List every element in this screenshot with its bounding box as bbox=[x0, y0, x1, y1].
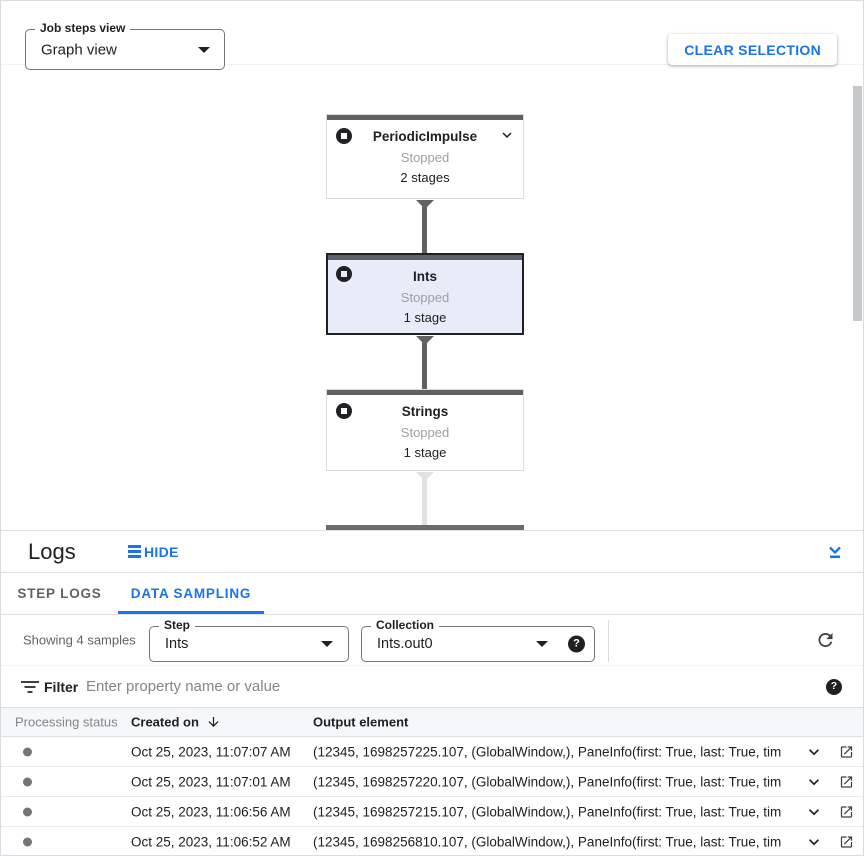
edge-periodicimpulse-ints bbox=[422, 200, 427, 253]
collection-help-icon[interactable]: ? bbox=[568, 635, 585, 653]
table-row: Oct 25, 2023, 11:07:07 AM (12345, 169825… bbox=[1, 737, 863, 767]
node-stages: 1 stage bbox=[403, 310, 447, 325]
stop-circle-icon bbox=[336, 128, 352, 144]
expand-row-chevron-icon[interactable] bbox=[804, 772, 824, 792]
list-lines-icon bbox=[128, 545, 141, 558]
created-on-cell: Oct 25, 2023, 11:06:52 AM bbox=[131, 834, 291, 849]
filter-help-icon[interactable]: ? bbox=[826, 678, 842, 695]
stop-circle-icon bbox=[336, 266, 352, 282]
edge-strings-next bbox=[422, 472, 427, 525]
edge-ints-strings bbox=[422, 336, 427, 389]
graph-vertical-scrollbar[interactable] bbox=[853, 86, 862, 321]
filter-icon bbox=[21, 680, 39, 693]
vertical-divider bbox=[608, 620, 609, 662]
hide-label: HIDE bbox=[144, 543, 179, 560]
expand-row-chevron-icon[interactable] bbox=[804, 802, 824, 822]
node-stages: 1 stage bbox=[403, 445, 447, 460]
filter-bar: Filter ? bbox=[1, 666, 863, 708]
refresh-button[interactable] bbox=[815, 630, 836, 651]
data-sampling-toolbar: Showing 4 samples Step Ints Collection I… bbox=[1, 615, 863, 666]
created-on-cell: Oct 25, 2023, 11:06:56 AM bbox=[131, 804, 291, 819]
collapse-panel-button[interactable] bbox=[826, 543, 844, 561]
expand-node-chevron-icon[interactable] bbox=[498, 126, 516, 144]
open-in-new-icon[interactable] bbox=[839, 774, 854, 789]
table-row: Oct 25, 2023, 11:06:52 AM (12345, 169825… bbox=[1, 827, 863, 855]
output-element-cell: (12345, 1698257225.107, (GlobalWindow,),… bbox=[313, 744, 781, 759]
filter-label: Filter bbox=[44, 678, 79, 695]
open-in-new-icon[interactable] bbox=[839, 744, 854, 759]
job-steps-view-value: Graph view bbox=[41, 41, 117, 58]
column-processing-status: Processing status bbox=[15, 714, 118, 730]
column-created-on-label: Created on bbox=[131, 714, 199, 730]
table-row: Oct 25, 2023, 11:07:01 AM (12345, 169825… bbox=[1, 767, 863, 797]
job-steps-view-select[interactable]: Job steps view Graph view bbox=[25, 21, 225, 70]
job-steps-view-label: Job steps view bbox=[35, 21, 131, 35]
step-select-label: Step bbox=[159, 618, 196, 632]
graph-node-periodicimpulse[interactable]: PeriodicImpulse Stopped 2 stages bbox=[326, 114, 524, 199]
table-header: Processing status Created on Output elem… bbox=[1, 708, 863, 737]
logs-panel: Logs HIDE STEP LOGS DATA SAMPLING Showin… bbox=[1, 530, 863, 855]
node-topbar bbox=[327, 115, 523, 120]
created-on-cell: Oct 25, 2023, 11:07:07 AM bbox=[131, 744, 291, 759]
graph-node-partial-topbar bbox=[326, 525, 524, 530]
processing-status-dot-icon bbox=[23, 747, 32, 756]
logs-tabs: STEP LOGS DATA SAMPLING bbox=[1, 573, 863, 615]
stop-circle-icon bbox=[336, 403, 352, 419]
toolbar-divider bbox=[1, 64, 863, 65]
filter-input[interactable] bbox=[86, 666, 726, 707]
expand-row-chevron-icon[interactable] bbox=[804, 742, 824, 762]
node-stages: 2 stages bbox=[400, 170, 450, 185]
collection-select-label: Collection bbox=[371, 618, 440, 632]
open-in-new-icon[interactable] bbox=[839, 834, 854, 849]
column-created-on[interactable]: Created on bbox=[131, 715, 221, 730]
node-topbar bbox=[328, 255, 522, 260]
processing-status-dot-icon bbox=[23, 807, 32, 816]
node-title: Ints bbox=[412, 269, 437, 284]
processing-status-dot-icon bbox=[23, 837, 32, 846]
node-status: Stopped bbox=[400, 290, 450, 305]
logs-header: Logs HIDE bbox=[1, 531, 863, 573]
collection-select[interactable]: Collection Ints.out0 ? bbox=[361, 618, 595, 662]
output-element-cell: (12345, 1698257215.107, (GlobalWindow,),… bbox=[313, 804, 781, 819]
step-select[interactable]: Step Ints bbox=[149, 618, 349, 662]
collection-select-value: Ints.out0 bbox=[377, 636, 433, 652]
output-element-cell: (12345, 1698256810.107, (GlobalWindow,),… bbox=[313, 834, 781, 849]
logs-title: Logs bbox=[28, 538, 76, 564]
sort-descending-arrow-icon bbox=[208, 717, 219, 727]
step-select-value: Ints bbox=[165, 636, 189, 652]
node-title: Strings bbox=[401, 404, 449, 419]
output-element-cell: (12345, 1698257220.107, (GlobalWindow,),… bbox=[313, 774, 781, 789]
dropdown-caret-icon bbox=[198, 46, 210, 53]
hide-logs-button[interactable]: HIDE bbox=[128, 544, 179, 560]
created-on-cell: Oct 25, 2023, 11:07:01 AM bbox=[131, 774, 291, 789]
table-row: Oct 25, 2023, 11:06:56 AM (12345, 169825… bbox=[1, 797, 863, 827]
sample-count-text: Showing 4 samples bbox=[23, 632, 136, 648]
dropdown-caret-icon bbox=[536, 641, 548, 647]
tab-data-sampling[interactable]: DATA SAMPLING bbox=[118, 573, 264, 614]
node-status: Stopped bbox=[400, 150, 450, 165]
clear-selection-button[interactable]: CLEAR SELECTION bbox=[668, 34, 837, 65]
open-in-new-icon[interactable] bbox=[839, 804, 854, 819]
node-status: Stopped bbox=[400, 425, 450, 440]
node-title: PeriodicImpulse bbox=[372, 129, 478, 144]
collapse-chevron-underline-icon bbox=[829, 546, 841, 558]
tab-step-logs[interactable]: STEP LOGS bbox=[17, 586, 102, 601]
refresh-icon bbox=[818, 633, 833, 647]
column-output-element: Output element bbox=[313, 714, 409, 730]
graph-node-strings[interactable]: Strings Stopped 1 stage bbox=[326, 389, 524, 471]
expand-row-chevron-icon[interactable] bbox=[804, 832, 824, 852]
dropdown-caret-icon bbox=[321, 641, 333, 647]
node-topbar bbox=[327, 390, 523, 395]
processing-status-dot-icon bbox=[23, 777, 32, 786]
graph-node-ints[interactable]: Ints Stopped 1 stage bbox=[326, 253, 524, 335]
